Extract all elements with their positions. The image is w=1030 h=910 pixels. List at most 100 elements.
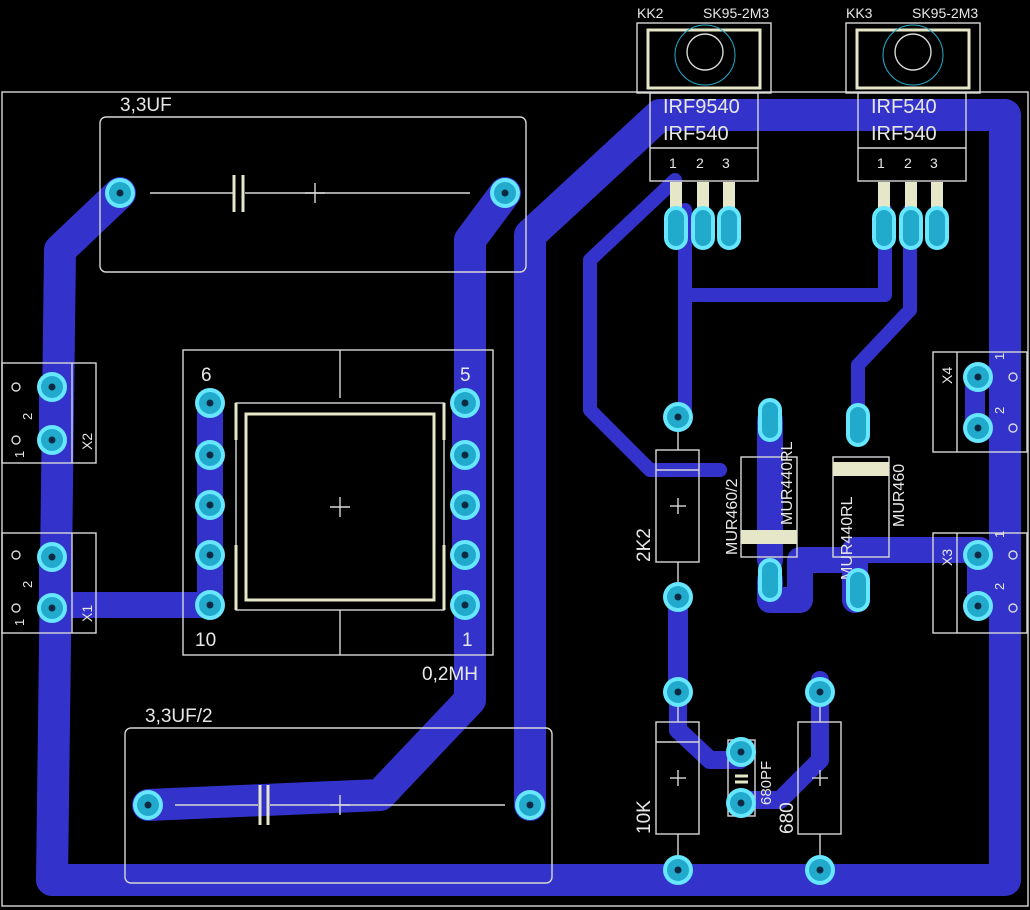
pad-ind-8: [195, 490, 225, 520]
q1-label-2: IRF540: [663, 123, 729, 145]
pad-x2-2: [37, 372, 67, 402]
q1-pin2-label: 2: [696, 155, 704, 171]
trace-drain-link: [678, 203, 892, 302]
cap-bottom-label: 3,3UF/2: [145, 706, 213, 727]
q1-pin1-label: 1: [669, 155, 677, 171]
r-2k2-label: 2K2: [634, 528, 655, 562]
d-mur460-label: MUR460: [891, 464, 908, 527]
pad-d1-a: [758, 398, 782, 442]
x3-label: X3: [939, 549, 955, 566]
x4-pin2-label: 2: [992, 407, 1007, 414]
terminal-x3[interactable]: X3 2 1: [932, 531, 1028, 634]
pad-ind-6: [195, 388, 225, 418]
r-10k-label: 10K: [634, 800, 655, 834]
capacitor-top[interactable]: 3,3UF: [99, 95, 527, 273]
cap-top-label: 3,3UF: [120, 95, 172, 116]
kk3-label: KK3: [846, 5, 873, 21]
pad-q2-1: [872, 206, 896, 250]
pad-x3-2: [963, 591, 993, 621]
c-680pf-label: 680PF: [758, 761, 775, 805]
pad-ind-5: [450, 388, 480, 418]
pad-x4-2: [963, 413, 993, 443]
pad-x1-1: [37, 593, 67, 623]
pad-x2-1: [37, 425, 67, 455]
pad-2k2-2: [663, 582, 693, 612]
pad-ind-4: [450, 440, 480, 470]
x2-label: X2: [79, 433, 95, 450]
x1-pin2-label: 2: [20, 581, 35, 588]
q1-label-1: IRF9540: [663, 96, 740, 118]
pad-ind-7: [195, 440, 225, 470]
q2-pin3-label: 3: [930, 155, 938, 171]
kk2-type-label: SK95-2M3: [703, 5, 769, 21]
kk2-label: KK2: [637, 5, 664, 21]
pad-ind-2: [450, 540, 480, 570]
pad-d2-a: [846, 403, 870, 447]
pad-680pf-1: [726, 737, 756, 767]
x3-pin1-label: 1: [992, 531, 1007, 538]
x4-pin1-label: 1: [992, 353, 1007, 360]
pad-2k2-1: [663, 402, 693, 432]
pad-10k-2: [663, 855, 693, 885]
heatsink-kk2[interactable]: KK2 SK95-2M3: [636, 5, 772, 94]
trace-main-loop: [36, 99, 1021, 896]
x3-pin2-label: 2: [992, 583, 1007, 590]
pad-q2-2: [899, 206, 923, 250]
d-mur460-2-label: MUR460/2: [724, 478, 741, 555]
q2-label-2: IRF540: [871, 123, 937, 145]
d-mur440rl-a-label: MUR440RL: [779, 441, 796, 525]
inductor-pin6-label: 6: [201, 365, 212, 386]
pad-d2-k: [846, 568, 870, 612]
pads: [37, 178, 993, 885]
trace-cap-inductor: [132, 177, 521, 821]
q2-pin2-label: 2: [904, 155, 912, 171]
diode-mur460-2[interactable]: MUR460/2 MUR440RL: [724, 441, 798, 558]
x1-pin1-label: 1: [12, 619, 27, 626]
pad-cap-top-2: [490, 178, 520, 208]
q1-pin3-label: 3: [722, 155, 730, 171]
terminal-x1[interactable]: X1 2 1: [1, 532, 97, 634]
pad-q2-3: [925, 206, 949, 250]
pad-cap-bottom-2: [515, 790, 545, 820]
q2-pin1-label: 1: [877, 155, 885, 171]
resistor-2k2[interactable]: 2K2: [634, 425, 700, 590]
pad-ind-10: [195, 590, 225, 620]
inductor-value-label: 0,2MH: [422, 664, 478, 685]
d-mur440rl-b-label: MUR440RL: [839, 496, 856, 580]
pad-680-1: [805, 677, 835, 707]
trace-x3: [842, 537, 993, 618]
kk3-type-label: SK95-2M3: [912, 5, 978, 21]
pad-q1-1: [664, 206, 688, 250]
pad-x1-2: [37, 542, 67, 572]
capacitor-bottom[interactable]: 3,3UF/2: [124, 706, 553, 884]
pad-cap-bottom-1: [133, 790, 163, 820]
q2-label-1: IRF540: [871, 96, 937, 118]
inductor-pin5-label: 5: [460, 365, 471, 386]
terminal-x2[interactable]: X2 2 1: [1, 362, 97, 464]
inductor-pin1-label: 1: [462, 630, 473, 651]
terminal-x4[interactable]: X4 1 2: [932, 351, 1028, 453]
resistor-10k[interactable]: 10K: [634, 700, 700, 860]
pad-ind-1: [450, 590, 480, 620]
pad-x3-1: [963, 540, 993, 570]
inductor[interactable]: 6 5 10 1 0,2MH: [182, 349, 494, 685]
trace-diode-right: [851, 203, 917, 432]
r-680-label: 680: [777, 802, 798, 834]
diode-mur460[interactable]: MUR440RL MUR460: [832, 456, 908, 580]
pad-680pf-2: [726, 788, 756, 818]
board-outline: [1, 91, 1029, 907]
inductor-pin10-label: 10: [195, 630, 216, 651]
pad-cap-top-1: [105, 178, 135, 208]
pad-ind-3: [450, 490, 480, 520]
copper-traces: [36, 99, 1021, 896]
pad-q1-2: [691, 206, 715, 250]
pad-x4-1: [963, 362, 993, 392]
pad-q1-3: [717, 206, 741, 250]
pad-10k-1: [663, 677, 693, 707]
capacitor-680pf[interactable]: 680PF: [727, 739, 775, 817]
x2-pin1-label: 1: [12, 451, 27, 458]
x1-label: X1: [79, 605, 95, 622]
heatsink-kk3[interactable]: KK3 SK95-2M3: [845, 5, 981, 94]
pad-ind-9: [195, 540, 225, 570]
